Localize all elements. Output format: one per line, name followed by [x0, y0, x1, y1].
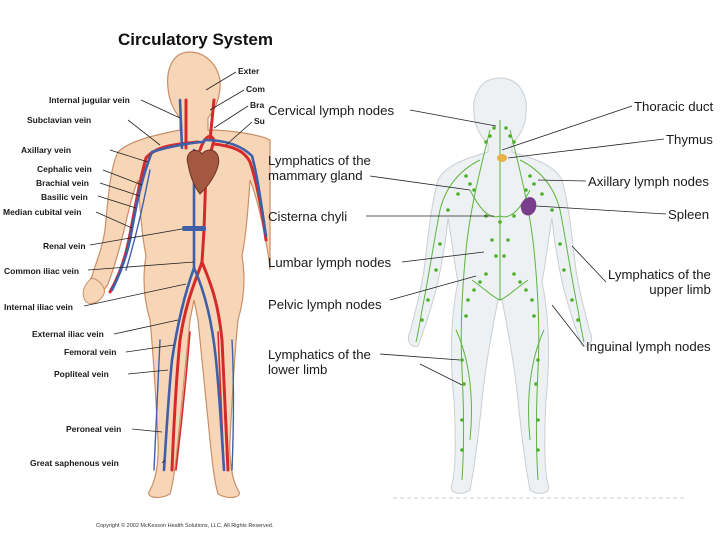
veins	[110, 98, 268, 472]
lymph-node	[528, 174, 532, 178]
renal-vein	[182, 226, 206, 231]
lymph-node	[464, 174, 468, 178]
lymph-node	[540, 192, 544, 196]
lymph-node	[536, 448, 540, 452]
label-peroneal-vein: Peroneal vein	[66, 424, 122, 434]
lymph-node	[536, 418, 540, 422]
label-internal-jugular-vein: Internal jugular vein	[49, 95, 130, 105]
label-cephalic-vein: Cephalic vein	[37, 164, 92, 174]
lymph-node	[524, 188, 528, 192]
label-lymphatics-upper-limb: Lymphatics of the upper limb	[608, 267, 711, 297]
label-popliteal-vein: Popliteal vein	[54, 369, 109, 379]
label-internal-iliac-vein: Internal iliac vein	[4, 302, 73, 312]
lymph-node	[488, 134, 492, 138]
lymph-node	[570, 298, 574, 302]
label-subclavian-vein: Subclavian vein	[27, 115, 92, 125]
lymph-node	[502, 254, 506, 258]
lymph-node	[472, 188, 476, 192]
vein-leader-lines	[83, 71, 253, 464]
lymph-node	[468, 182, 472, 186]
label-partial-bra: Bra	[250, 100, 265, 110]
lymph-node	[530, 298, 534, 302]
lymph-nodes	[420, 126, 580, 452]
circulatory-body-figure	[82, 51, 271, 499]
diagram-title: Circulatory System	[118, 30, 273, 49]
lymph-node	[576, 318, 580, 322]
label-great-saphenous-vein: Great saphenous vein	[30, 458, 119, 468]
lymph-node	[478, 280, 482, 284]
lymph-node	[426, 298, 430, 302]
lymph-node	[518, 280, 522, 284]
spleen	[520, 197, 537, 216]
lymph-node	[536, 358, 540, 362]
lymph-node	[512, 272, 516, 276]
label-external-iliac-vein: External iliac vein	[32, 329, 104, 339]
lymph-node	[508, 134, 512, 138]
lymph-node	[464, 314, 468, 318]
lymph-node	[460, 358, 464, 362]
lymph-node	[420, 318, 424, 322]
label-thoracic-duct: Thoracic duct	[634, 99, 714, 114]
label-cervical-lymph-nodes: Cervical lymph nodes	[268, 103, 395, 118]
label-common-iliac-vein: Common iliac vein	[4, 266, 80, 276]
label-median-cubital-vein: Median cubital vein	[3, 207, 82, 217]
label-femoral-vein: Femoral vein	[64, 347, 117, 357]
lymph-node	[506, 238, 510, 242]
label-renal-vein: Renal vein	[43, 241, 86, 251]
label-lymphatics-mammary-gland: Lymphatics of the mammary gland	[268, 153, 371, 183]
lymph-node	[532, 182, 536, 186]
label-pelvic-lymph-nodes: Pelvic lymph nodes	[268, 297, 382, 312]
copyright-notice: Copyright © 2002 McKesson Health Solutio…	[96, 523, 274, 529]
lymph-node	[466, 298, 470, 302]
lymph-node	[534, 382, 538, 386]
lymph-node	[484, 272, 488, 276]
label-cisterna-chyli: Cisterna chyli	[268, 209, 348, 224]
lymph-node	[438, 242, 442, 246]
label-partial-com: Com	[246, 84, 265, 94]
heart	[186, 149, 220, 195]
lymph-node	[512, 214, 516, 218]
label-axillary-vein: Axillary vein	[21, 145, 72, 155]
thymus	[497, 154, 507, 162]
label-axillary-lymph-nodes: Axillary lymph nodes	[588, 174, 709, 189]
fist-left	[82, 277, 105, 305]
label-thymus: Thymus	[666, 132, 713, 147]
lymph-node	[532, 314, 536, 318]
lymph-vessels	[415, 120, 585, 481]
lymph-node	[484, 140, 488, 144]
label-partial-su: Su	[254, 116, 265, 126]
lymph-node	[512, 140, 516, 144]
lymph-node	[524, 288, 528, 292]
label-spleen: Spleen	[668, 207, 710, 222]
lymph-node	[460, 418, 464, 422]
lymph-node	[558, 242, 562, 246]
lymph-leader-lines	[366, 105, 667, 386]
lymph-node	[462, 382, 466, 386]
lymph-node	[562, 268, 566, 272]
label-lumbar-lymph-nodes: Lumbar lymph nodes	[268, 255, 392, 270]
lymph-node	[494, 254, 498, 258]
lymph-node	[490, 238, 494, 242]
label-brachial-vein: Brachial vein	[36, 178, 89, 188]
lymph-node	[472, 288, 476, 292]
lymph-node	[504, 126, 508, 130]
lymph-node	[550, 208, 554, 212]
label-lymphatics-lower-limb: Lymphatics of the lower limb	[268, 347, 371, 377]
lymph-node	[460, 448, 464, 452]
label-partial-exter: Exter	[238, 66, 260, 76]
lymph-node	[446, 208, 450, 212]
label-inguinal-lymph-nodes: Inguinal lymph nodes	[586, 339, 711, 354]
lymph-node	[456, 192, 460, 196]
lymph-node	[498, 220, 502, 224]
lymphatic-body-figure	[407, 77, 593, 494]
label-basilic-vein: Basilic vein	[41, 192, 88, 202]
lymph-node	[434, 268, 438, 272]
lymph-node	[492, 126, 496, 130]
